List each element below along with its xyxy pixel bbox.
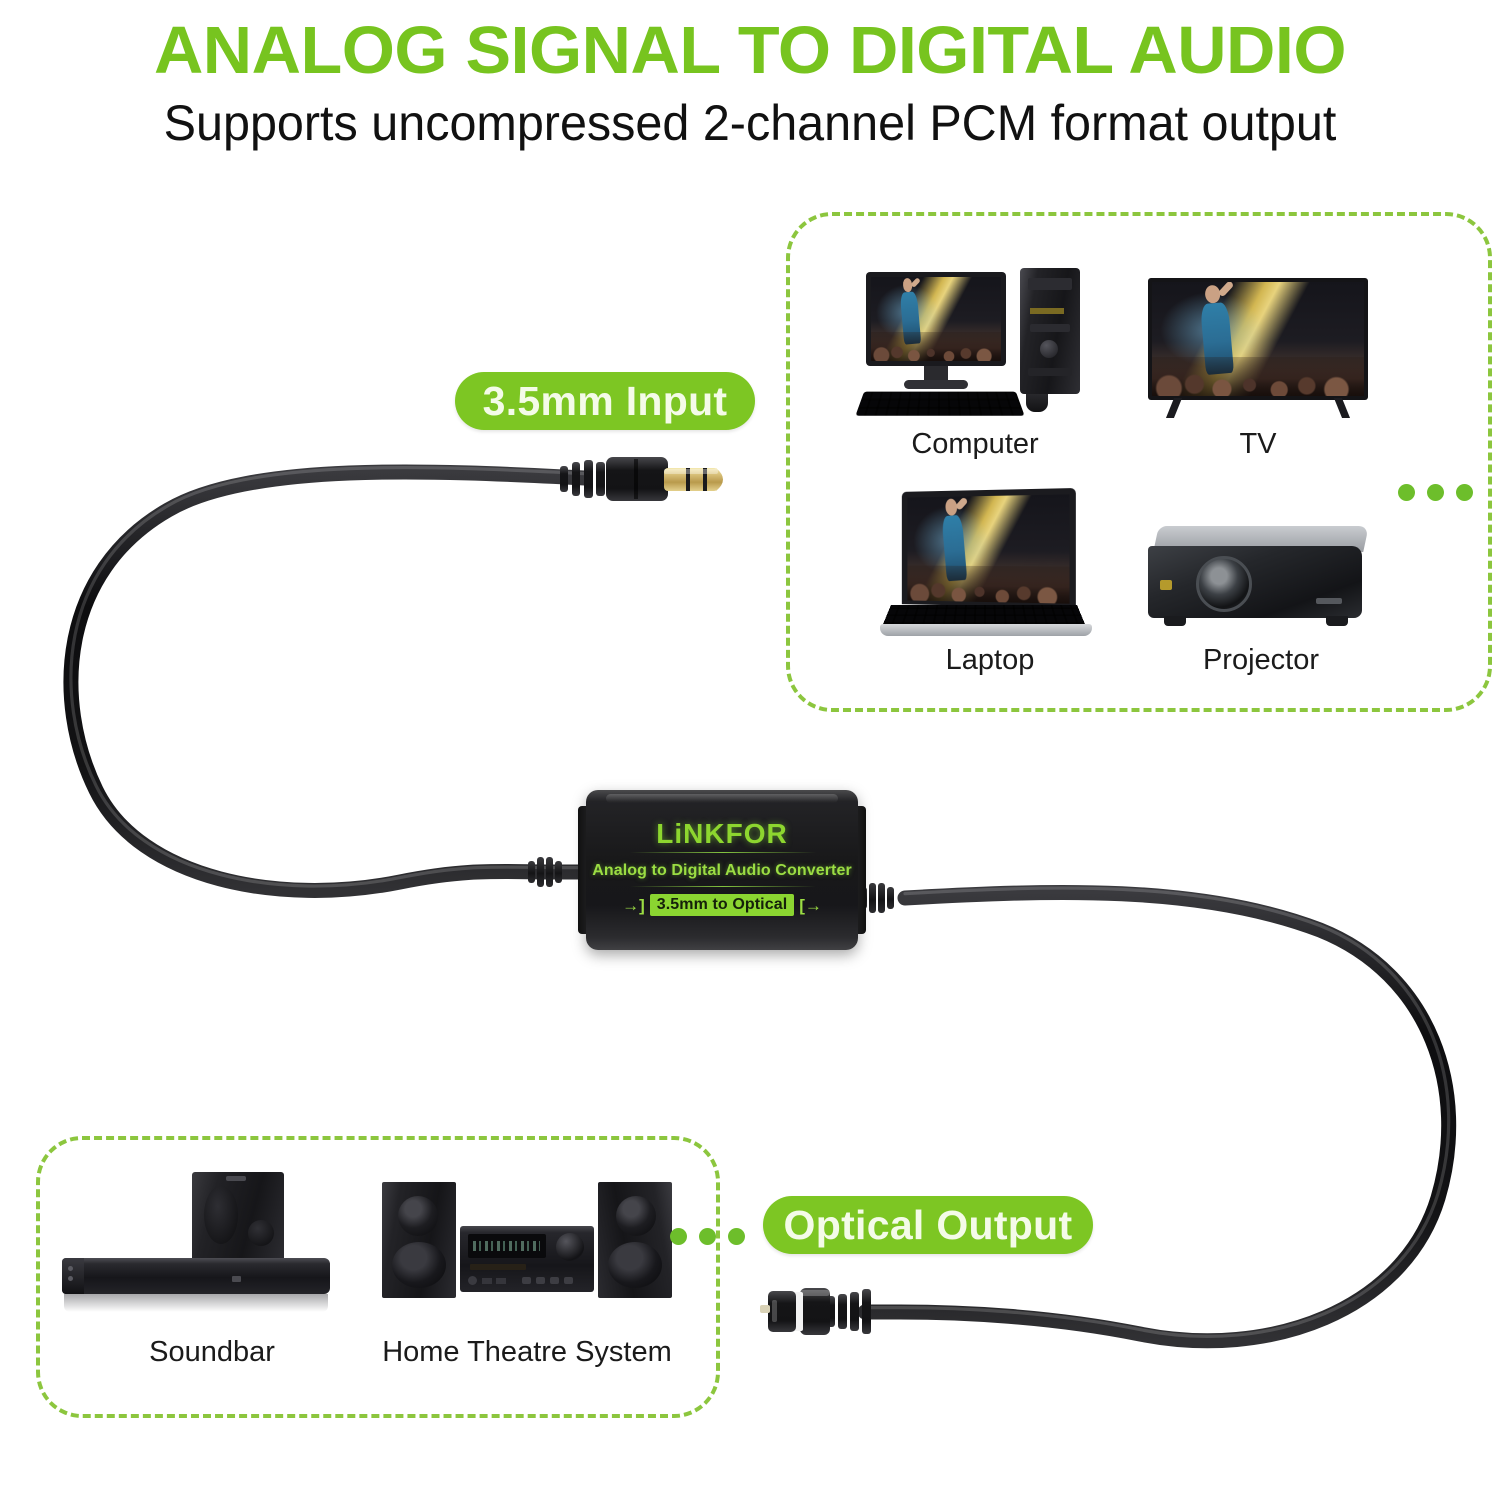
converter-body (586, 790, 858, 950)
source-device-label: Computer (911, 428, 1039, 460)
more-outputs-indicator (670, 1228, 745, 1245)
input-badge: 3.5mm Input (455, 372, 755, 430)
television-icon (1148, 278, 1368, 418)
converter-divider-top (630, 852, 816, 853)
converter-top-highlight (606, 794, 838, 803)
arrow-out-icon: [→ (799, 895, 822, 915)
aux-plug-icon (560, 457, 723, 501)
arrow-in-icon: →] (622, 895, 645, 915)
output-badge: Optical Output (763, 1196, 1093, 1254)
converter-description-label: Analog to Digital Audio Converter (592, 862, 852, 879)
page-title: ANALOG SIGNAL TO DIGITAL AUDIO (153, 13, 1347, 88)
converter-divider-bottom (630, 886, 816, 887)
home-theatre-icon (382, 1182, 672, 1312)
more-sources-indicator (1398, 484, 1473, 501)
audio-converter-device: LiNKFOR Analog to Digital Audio Converte… (578, 790, 866, 950)
converter-mode-chip: 3.5mm to Optical (649, 894, 795, 916)
converter-mode-row: →] 3.5mm to Optical [→ (578, 894, 866, 916)
output-device-label: Home Theatre System (382, 1336, 672, 1368)
source-device-label: Projector (1202, 644, 1320, 676)
converter-brand-label: LiNKFOR (656, 818, 788, 849)
source-device-label: TV (1239, 428, 1277, 460)
laptop-icon (880, 488, 1100, 640)
soundbar-icon (62, 1172, 362, 1312)
page-subtitle: Supports uncompressed 2-channel PCM form… (163, 95, 1337, 151)
projector-icon (1148, 520, 1374, 640)
toslink-plug-icon (760, 1288, 871, 1335)
source-device-label: Laptop (945, 644, 1035, 676)
desktop-computer-icon (855, 268, 1090, 418)
output-device-label: Soundbar (149, 1336, 275, 1368)
input-strain-relief (528, 857, 564, 887)
